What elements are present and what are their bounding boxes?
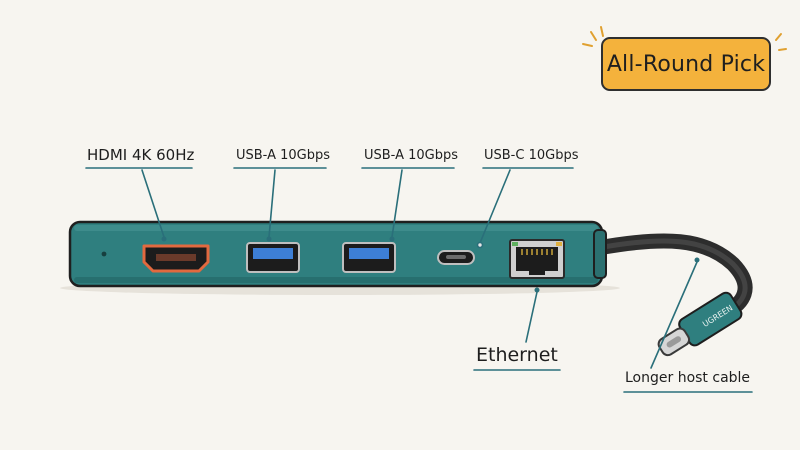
usb-a-1-callout-label: USB-A 10Gbps [236,148,331,163]
usb-a-port-icon [246,242,300,273]
usb-c-callout-label: USB-C 10Gbps [484,148,579,163]
ethernet-callout-label: Ethernet [476,344,558,366]
sparkle-icon [582,26,787,51]
all-round-pick-badge: All-Round Pick [601,37,771,91]
hdmi-callout-label: HDMI 4K 60Hz [87,146,195,164]
hub-body [68,220,607,288]
status-led [101,251,107,257]
callout-leaders [85,167,753,393]
host-cable [590,233,753,320]
usb-c-port-icon [437,250,475,265]
host-cable-callout-label: Longer host cable [625,370,751,386]
usb-a-2-callout-label: USB-A 10Gbps [364,148,459,163]
ethernet-port-icon [509,239,565,279]
usb-a-port-icon [342,242,396,273]
usb-c-plug-icon [657,291,743,357]
hdmi-port-icon [142,244,210,273]
